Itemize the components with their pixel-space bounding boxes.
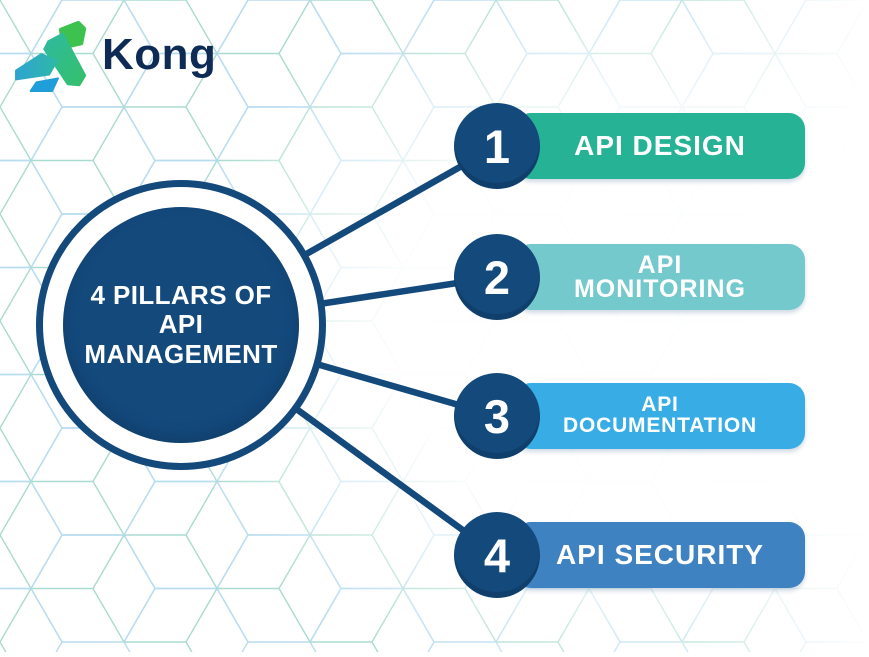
pillar-number-badge-1: 1 [454,103,540,189]
pillar-number: 2 [483,250,511,304]
pillar-number: 4 [483,528,511,582]
pillar-label: API SECURITY [555,539,765,571]
pillar-number-badge-3: 3 [454,373,540,459]
kong-gorilla-icon [15,20,87,93]
pillar-label: MONITORING [573,275,747,303]
pillar-bar-api-design: API DESIGN [515,113,805,179]
brand-logo: Kong [12,18,216,94]
center-title-line: MANAGEMENT [84,338,278,369]
pillar-bar-api-monitoring: API MONITORING [515,244,805,310]
pillar-label: API [637,250,683,279]
pillar-number: 1 [483,119,511,173]
pillar-bar-api-documentation: API DOCUMENTATION [515,383,805,449]
pillar-number-badge-2: 2 [454,234,540,320]
pillar-number-badge-4: 4 [454,512,540,598]
pillar-bar-api-security: API SECURITY [515,522,805,588]
pillar-label: DOCUMENTATION [563,414,757,437]
center-title-line: 4 PILLARS OF [90,280,272,311]
center-title-line: API [158,309,204,340]
pillar-number: 3 [483,389,511,443]
pillar-label: API DESIGN [574,130,746,162]
pillar-label: API [641,393,679,417]
brand-name: Kong [102,30,217,79]
center-circle: 4 PILLARS OF API MANAGEMENT [63,207,299,443]
